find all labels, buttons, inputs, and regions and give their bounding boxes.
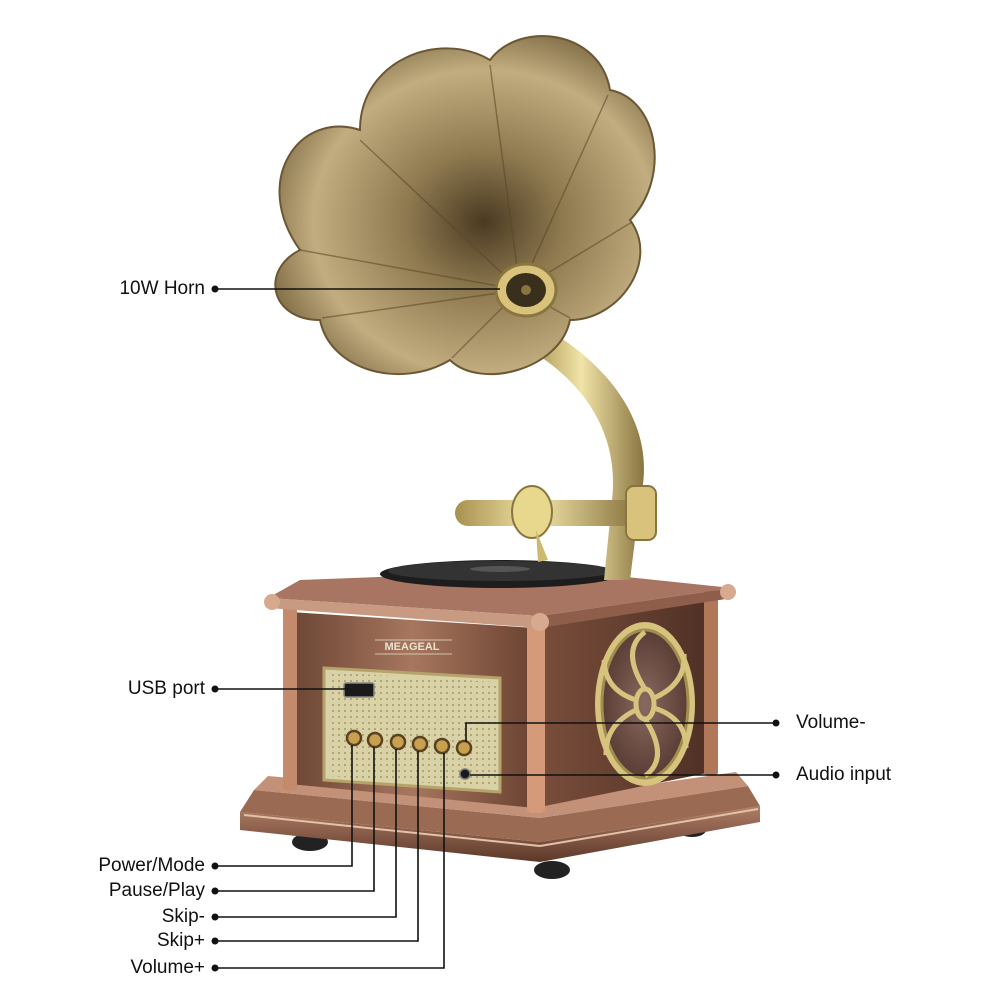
label-audio-input: Audio input	[796, 764, 892, 785]
control-panel	[322, 666, 502, 794]
pause-play-button[interactable]	[366, 731, 384, 749]
label-volume-plus: Volume+	[130, 957, 205, 978]
cabinet-top	[264, 570, 736, 631]
foot	[534, 861, 570, 879]
callout-lines	[215, 288, 776, 969]
label-usb-port: USB port	[127, 678, 205, 699]
label-volume-minus: Volume-	[796, 712, 866, 733]
volume-minus-button[interactable]	[455, 739, 473, 757]
label-skip-minus: Skip-	[161, 906, 205, 927]
brand-logo: MEAGEAL	[385, 641, 440, 653]
usb-port[interactable]	[343, 682, 375, 698]
side-speaker-grille	[595, 622, 695, 786]
horn	[274, 35, 656, 375]
label-pause-play: Pause/Play	[108, 880, 205, 901]
power-mode-button[interactable]	[345, 729, 363, 747]
skip-plus-button[interactable]	[411, 735, 429, 753]
label-skip-plus: Skip+	[156, 930, 205, 951]
audio-input-jack[interactable]	[459, 768, 471, 780]
skip-minus-button[interactable]	[389, 733, 407, 751]
callout-dots	[211, 285, 780, 972]
label-10w-horn: 10W Horn	[119, 278, 205, 299]
label-power-mode: Power/Mode	[98, 855, 205, 876]
tone-arm	[455, 330, 657, 580]
corner-pillar	[283, 600, 297, 790]
corner-pillar	[527, 615, 545, 813]
volume-plus-button[interactable]	[433, 737, 451, 755]
corner-pillar	[704, 590, 718, 776]
